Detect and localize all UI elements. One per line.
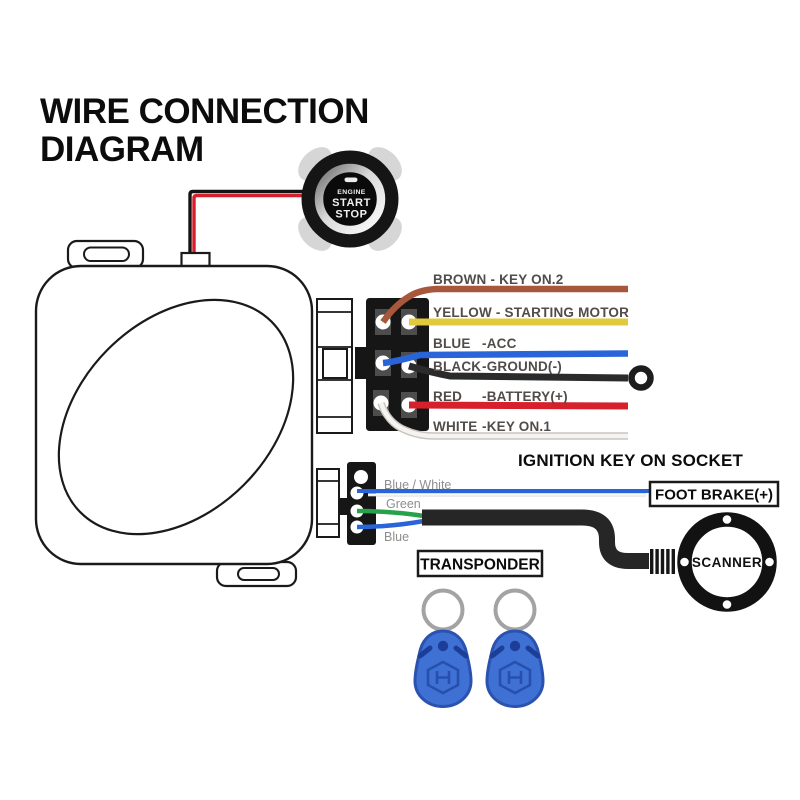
wire-black	[408, 362, 629, 382]
connector-latch-tab	[355, 347, 368, 379]
wire-desc-blue: -ACC	[482, 336, 517, 351]
fob-slot-right	[525, 645, 541, 659]
wire-green	[356, 508, 425, 519]
foot-brake-callout: FOOT BRAKE(+)	[648, 480, 780, 508]
screw-hole	[722, 600, 732, 609]
pin-hole	[354, 470, 368, 484]
screw-hole	[765, 557, 774, 567]
button-chrome-ring	[314, 163, 386, 235]
button-wire-red	[192, 193, 305, 254]
rib	[650, 549, 654, 574]
scanner-cable	[422, 509, 675, 574]
fob-emblem-icon	[426, 660, 460, 695]
ring-terminal-icon	[628, 365, 654, 391]
module-lower-socket	[316, 468, 340, 538]
screw-hole	[680, 557, 689, 567]
socket-ridges	[317, 311, 352, 418]
fob-hole	[437, 640, 449, 652]
transponder-wires: Blue / White Green Blue	[356, 478, 650, 544]
wire-desc-white: -KEY ON.1	[482, 419, 551, 434]
module-mount-slot	[83, 246, 130, 262]
button-label-start: START	[332, 197, 371, 209]
wire-white	[378, 402, 628, 439]
fob-hole	[509, 640, 521, 652]
page-title: WIRE CONNECTION DIAGRAM	[40, 92, 369, 169]
cable-boot-ribs	[650, 549, 675, 574]
transponder-fob-1	[413, 588, 473, 709]
socket-ridges	[317, 480, 339, 525]
foot-brake-box	[648, 480, 780, 508]
rib	[660, 549, 665, 574]
wire-red	[408, 401, 629, 410]
title-line-2: DIAGRAM	[40, 130, 204, 169]
fob-emblem-h	[435, 671, 451, 684]
rib	[666, 549, 670, 574]
scanner-label: SCANNER	[692, 555, 762, 570]
wire-label-blue-white: Blue / White	[384, 478, 451, 492]
fob-slot-left	[417, 645, 433, 659]
wire-label-yellow: YELLOW - STARTING MOTOR	[433, 305, 629, 320]
button-face[interactable]	[323, 172, 377, 226]
ignition-wires: BROWN - KEY ON.2 YELLOW - STARTING MOTOR…	[377, 272, 654, 440]
wire-label-brown: BROWN - KEY ON.2	[433, 272, 563, 287]
fob-emblem-h	[507, 671, 523, 684]
keyring-icon	[493, 588, 537, 632]
transponder-label: TRANSPONDER	[420, 557, 540, 574]
button-wire-pair	[188, 189, 305, 254]
keyring-icon	[421, 588, 465, 632]
scanner-ring: SCANNER	[677, 512, 777, 612]
wire-label-white: WHITE	[433, 419, 478, 434]
socket-latch	[322, 348, 348, 379]
wire-label-blue: BLUE	[433, 336, 471, 351]
transponder-callout: TRANSPONDER	[416, 549, 544, 578]
title-line-1: WIRE CONNECTION	[40, 92, 369, 131]
wire-blue-lower	[356, 518, 425, 530]
button-label-engine: ENGINE	[337, 189, 366, 196]
wire-brown	[380, 285, 628, 324]
button-indicator-dash	[344, 177, 358, 183]
wire-blue	[382, 350, 629, 367]
control-module	[34, 239, 353, 588]
wire-label-blue-lower: Blue	[384, 530, 409, 544]
module-speaker-oval	[57, 298, 295, 536]
screw-hole	[722, 515, 732, 524]
transponder-box	[416, 549, 544, 578]
module-upper-socket	[316, 298, 353, 434]
rib	[655, 549, 659, 574]
cable-body	[422, 509, 649, 569]
wire-label-red: RED	[433, 389, 462, 404]
transponder-fob-2	[485, 588, 545, 709]
wire-label-green: Green	[386, 497, 421, 511]
module-mount-slot	[237, 567, 280, 581]
transponder-connector-block	[339, 462, 376, 545]
connector-latch-tab	[339, 498, 348, 515]
foot-brake-label: FOOT BRAKE(+)	[655, 487, 773, 504]
wire-label-black: BLACK	[433, 359, 481, 374]
fob-emblem-icon	[498, 660, 532, 695]
engine-start-button: ENGINE START STOP	[298, 147, 402, 251]
wire-desc-black: -GROUND(-)	[482, 359, 562, 374]
socket-outline	[316, 468, 340, 538]
ignition-socket-heading: IGNITION KEY ON SOCKET	[518, 451, 744, 470]
rib	[671, 549, 675, 574]
button-wire-black	[188, 189, 305, 254]
fob-slot-right	[453, 645, 469, 659]
fob-slot-left	[489, 645, 505, 659]
button-label-stop: STOP	[335, 209, 367, 221]
wire-desc-red: -BATTERY(+)	[482, 389, 568, 404]
